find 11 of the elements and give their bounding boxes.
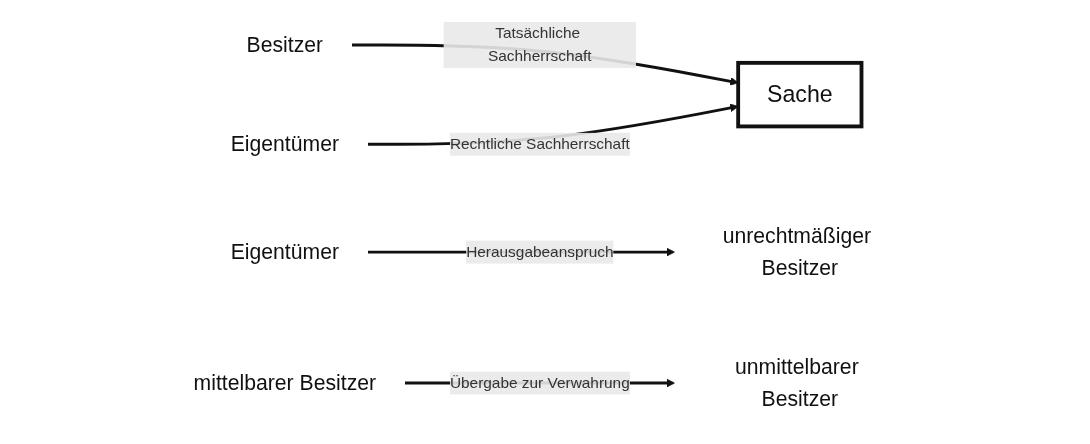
node-box: Sache bbox=[736, 60, 864, 129]
edge-label: Rechtliche Sachherrschaft bbox=[450, 135, 630, 152]
node-text: unrechtmäßiger Besitzer bbox=[722, 224, 872, 281]
node-text: mittelbarer Besitzer bbox=[193, 371, 377, 396]
node-text: Eigentümer bbox=[230, 240, 340, 265]
node-text: Eigentümer bbox=[230, 132, 340, 157]
edge-label: Übergabe zur Verwahrung bbox=[450, 374, 630, 391]
edge-label: Herausgabeanspruch bbox=[466, 243, 614, 260]
node-text: unmittelbarer Besitzer bbox=[735, 355, 859, 411]
node-text: Besitzer bbox=[246, 33, 324, 58]
edge-label: Tatsächliche Sachherrschaft bbox=[488, 24, 592, 65]
